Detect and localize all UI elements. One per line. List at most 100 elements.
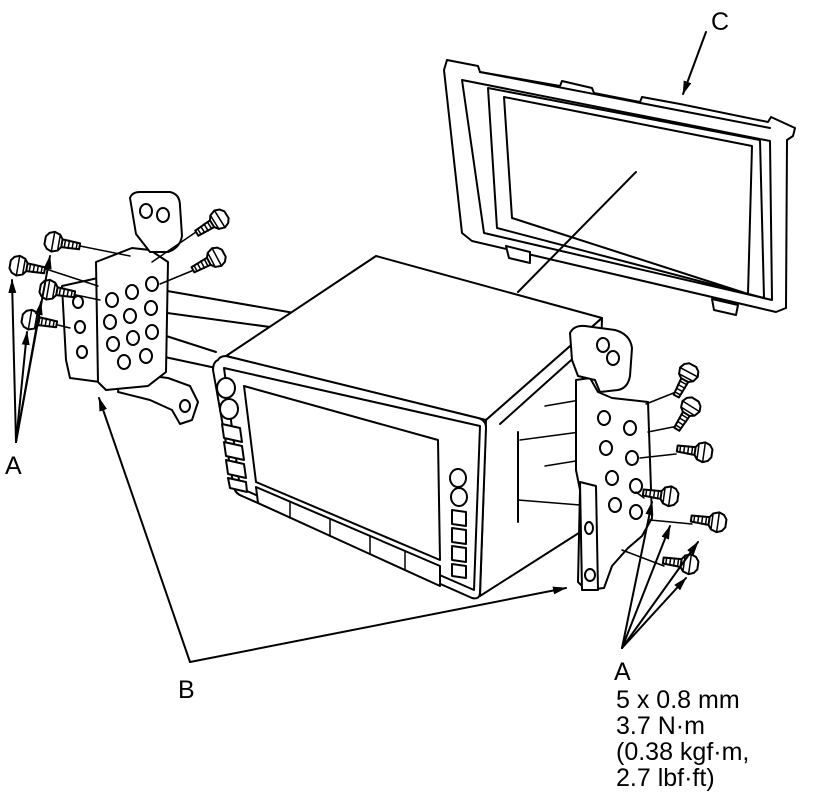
bezel-clip-right — [711, 298, 739, 316]
leader-a-left — [15, 331, 30, 443]
callout-label-a-right: A — [614, 658, 631, 686]
bezel-c — [443, 59, 796, 316]
alignment-line — [519, 431, 581, 441]
bracket-right-top-tab-hole — [596, 337, 610, 353]
leader-a-right — [621, 501, 654, 649]
bracket-b-right — [569, 324, 653, 591]
bolt-icon — [190, 205, 233, 243]
leader-b-right — [189, 586, 567, 663]
bracket-left-top-tab — [129, 191, 183, 253]
alignment-line — [645, 391, 677, 405]
alignment-line — [635, 491, 645, 499]
bracket-left-top-tab-hole — [156, 207, 170, 223]
bolt-icon — [667, 393, 705, 436]
alignment-line — [649, 519, 693, 525]
bracket-left-top-tab-hole — [139, 203, 153, 219]
bracket-left-plate-hole — [117, 354, 131, 370]
bracket-left-flange-hole — [74, 320, 86, 334]
bracket-right-plate-hole — [605, 470, 619, 486]
bezel-frame-edge — [461, 79, 773, 301]
leader-c — [682, 31, 707, 95]
alignment-line — [544, 399, 581, 407]
rail-lower-bottom — [159, 355, 217, 369]
bracket-right-flange-hole — [584, 568, 596, 582]
bracket-right-plate-hole — [625, 450, 639, 466]
bezel-clip-left — [505, 245, 531, 264]
unit-right-button — [451, 527, 467, 545]
alignment-line — [647, 425, 679, 433]
bracket-left-bottom-tab-hole — [179, 399, 191, 413]
unit-right-button — [451, 563, 467, 579]
bracket-left-plate-hole — [105, 292, 119, 308]
bezel-top-lip — [479, 71, 771, 129]
bracket-right-flange-hole — [584, 521, 594, 535]
bracket-right-plate-hole — [623, 420, 637, 436]
unit-right-knob-upper — [449, 468, 467, 488]
bolt-icon — [660, 549, 701, 577]
unit-left-knob-upper — [216, 377, 236, 399]
bolt-icon — [666, 359, 703, 402]
bolt-icon — [187, 243, 230, 280]
bracket-left-plate-hole — [139, 348, 153, 364]
bracket-b-left — [61, 191, 199, 425]
callout-label-b: B — [178, 676, 195, 704]
alignment-line — [75, 294, 101, 301]
bolt-spec-torque-nm: 3.7 N·m — [616, 712, 705, 740]
bracket-left-flange-hole — [76, 345, 88, 359]
bracket-right-top-tab-hole — [606, 350, 620, 366]
alignment-line — [45, 268, 99, 287]
bolt-icon — [7, 253, 48, 282]
bezel-frame-step — [487, 87, 765, 299]
unit-right-knob-lower — [450, 487, 468, 507]
bracket-right-flange — [579, 481, 599, 591]
bracket-right-plate-hole — [608, 497, 622, 513]
bolts-a-right — [640, 359, 729, 577]
leader-b-left — [98, 397, 191, 663]
bezel-to-unit-leader — [517, 171, 637, 293]
bolt-icon — [688, 507, 729, 535]
alignment-line — [517, 499, 581, 506]
bracket-left-plate-hole — [126, 330, 140, 346]
audio-navigation-unit — [212, 255, 603, 600]
alignment-line — [159, 269, 195, 285]
bracket-left-plate-hole — [125, 284, 139, 300]
bolt-spec-torque-lbf: 2.7 lbf·ft) — [616, 764, 715, 792]
rail-lower-top — [159, 333, 217, 353]
bolt-spec: 5 x 0.8 mm 3.7 N·m (0.38 kgf·m, 2.7 lbf·… — [616, 686, 749, 792]
bracket-left-plate-hole — [145, 276, 159, 292]
unit-right-button — [451, 545, 467, 563]
alignment-line — [57, 324, 71, 329]
unit-bottom-button-dividers — [289, 501, 406, 571]
unit-screen — [243, 385, 441, 561]
unit-left-button — [225, 459, 247, 479]
leader-a-right — [621, 525, 671, 649]
alignment-line — [151, 231, 197, 263]
unit-left-button — [223, 441, 245, 461]
unit-left-button — [221, 423, 243, 443]
unit-left-knob-lower — [219, 398, 239, 420]
leader-a-right — [621, 577, 687, 649]
leader-a-left — [8, 279, 17, 443]
callout-label-c: C — [711, 8, 729, 36]
unit-right-button — [451, 509, 467, 527]
bracket-right-top-tab — [569, 324, 633, 393]
leader-a-right — [621, 541, 699, 649]
unit-bottom-button-strip — [255, 486, 441, 587]
callout-label-a-left: A — [5, 452, 22, 480]
bezel-screen-opening — [503, 96, 753, 295]
bolt-icon — [42, 229, 83, 258]
bracket-left-plate-hole — [123, 308, 137, 324]
bolt-spec-size: 5 x 0.8 mm — [616, 686, 740, 714]
bracket-left-plate-hole — [103, 314, 117, 330]
unit-left-button — [227, 477, 248, 493]
bolt-alignment-lines — [45, 231, 693, 567]
bolt-icon — [674, 437, 715, 465]
bracket-right-plate-hole — [629, 504, 643, 520]
bracket-left-plate-hole — [106, 336, 120, 352]
alignment-line — [639, 453, 677, 459]
bracket-right-plate-hole — [599, 440, 613, 456]
bolt-spec-torque-kgf: (0.38 kgf·m, — [616, 738, 749, 766]
bracket-right-plate-hole — [629, 478, 643, 494]
leader-a-left — [15, 255, 52, 443]
